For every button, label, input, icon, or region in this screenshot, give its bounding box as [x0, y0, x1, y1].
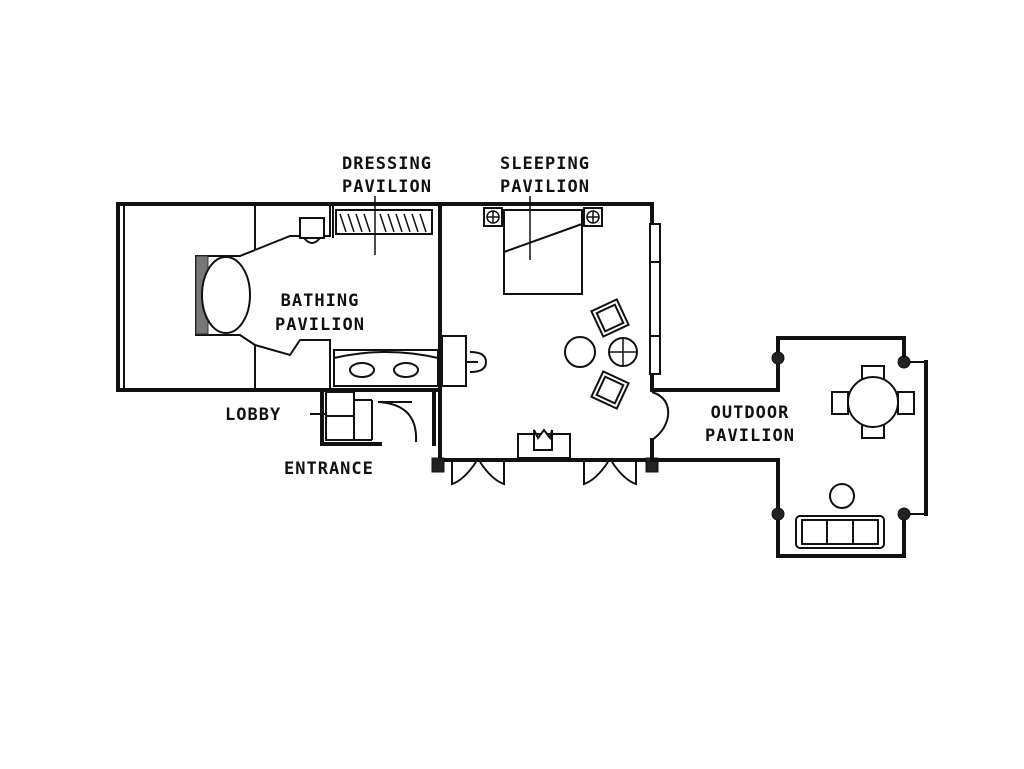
post	[897, 355, 911, 369]
bed-icon	[503, 209, 583, 295]
armchair-icon	[590, 370, 630, 410]
door-swing-icon	[651, 391, 670, 441]
sink-icon	[349, 362, 375, 378]
label-entrance: ENTRANCE	[284, 459, 374, 479]
ottoman-icon	[829, 483, 855, 509]
nightstand-icon	[583, 207, 603, 227]
lobby	[320, 388, 436, 446]
label-outdoor-1: OUTDOOR	[711, 403, 790, 423]
label-sleeping-2: PAVILION	[500, 177, 590, 197]
label-lobby: LOBBY	[225, 405, 281, 425]
bathtub-icon	[201, 256, 251, 334]
desk-icon	[441, 335, 467, 387]
wardrobe-hangers-icon	[339, 213, 427, 233]
label-dressing-2: PAVILION	[342, 177, 432, 197]
dressing-pavilion	[332, 196, 433, 255]
label-sleeping-1: SLEEPING	[500, 154, 590, 174]
nightstand-icon	[483, 207, 503, 227]
label-bathing-1: BATHING	[281, 291, 360, 311]
label-dressing-1: DRESSING	[342, 154, 432, 174]
post	[897, 507, 911, 521]
french-door-icon	[450, 458, 506, 486]
round-table-icon	[564, 336, 596, 368]
bathing-pavilion	[116, 202, 442, 392]
dining-table-icon	[831, 365, 915, 439]
window	[649, 223, 661, 375]
sink-icon	[393, 362, 419, 378]
ottoman-icon	[608, 337, 638, 367]
post	[771, 507, 785, 521]
post	[431, 457, 445, 473]
toilet-icon	[299, 217, 325, 244]
post	[771, 351, 785, 365]
door-swing-icon	[377, 401, 418, 443]
outdoor-pavilion	[650, 336, 928, 558]
label-bathing-2: PAVILION	[275, 315, 365, 335]
sofa-icon	[795, 515, 885, 549]
sleeping-pavilion	[431, 196, 670, 486]
armchair-icon	[590, 298, 630, 338]
label-outdoor-2: PAVILION	[705, 426, 795, 446]
french-door-icon	[582, 458, 638, 486]
